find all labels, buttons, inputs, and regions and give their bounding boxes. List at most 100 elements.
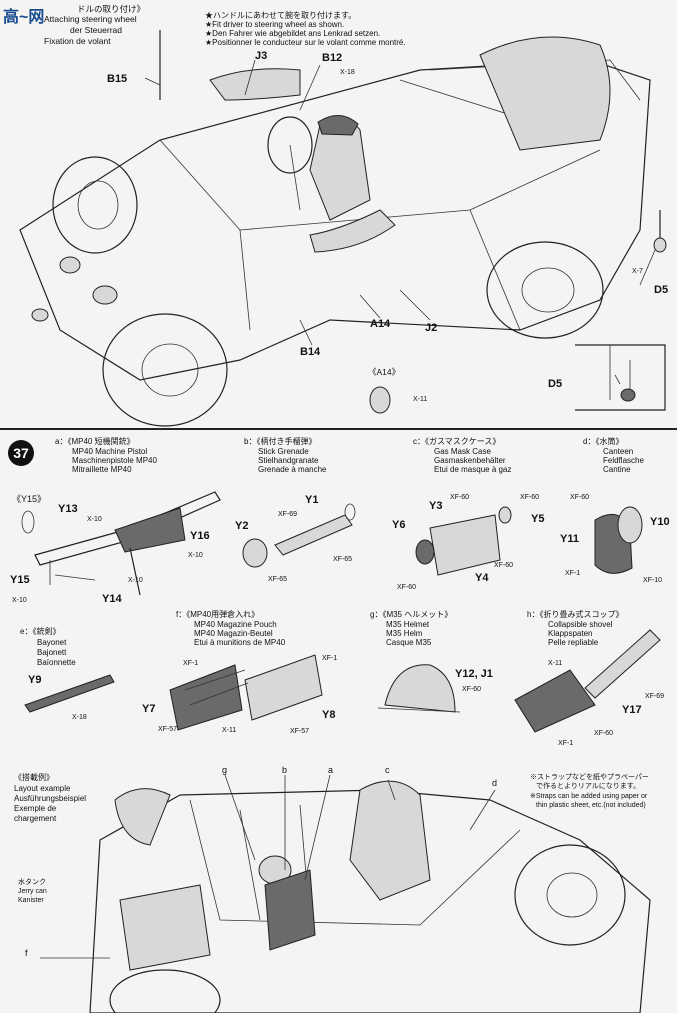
part-f-label: XF-57: [158, 726, 178, 733]
top-note-fr: ★Positionner le conducteur sur le volant…: [205, 38, 406, 47]
part-b-de: Stielhandgranate: [258, 456, 319, 465]
part-h-de: Klappspaten: [548, 629, 593, 638]
part-b-label: Y1: [305, 494, 319, 506]
part-a-label: Y15: [10, 574, 30, 586]
jerry-can-de: Kanister: [18, 897, 44, 904]
label-x11: X-11: [413, 396, 428, 403]
part-h-label: Y17: [622, 704, 642, 716]
layout-letter: g: [222, 765, 228, 775]
part-g-en: M35 Helmet: [386, 620, 430, 629]
section-divider: [0, 428, 677, 430]
magazine-pouch-drawing: [169, 654, 323, 731]
part-c-de: Gasmaskenbehälter: [434, 456, 506, 465]
part-a-de: Maschinenpistole MP40: [72, 456, 157, 465]
label-j2: J2: [425, 322, 438, 334]
part-f-label: XF-1: [322, 655, 338, 662]
part-c-label: Y4: [475, 572, 489, 584]
stick-grenade-drawing: [242, 503, 356, 568]
part-h-jp: h：《折り畳み式スコップ》: [527, 610, 624, 619]
part-a-label: X-10: [12, 597, 27, 604]
part-b-label: XF-65: [333, 556, 353, 563]
layout-letter: c: [385, 765, 390, 775]
part-c-label: XF-60: [450, 494, 470, 501]
step-number-badge: 37: [8, 440, 34, 466]
part-c-fr: Etui de masque à gaz: [434, 465, 512, 474]
shovel-drawing: [514, 629, 661, 733]
jerry-can-en: Jerry can: [18, 888, 47, 895]
part-d-jp: d：《水筒》: [583, 437, 624, 446]
layout-letter: a: [328, 765, 334, 775]
part-f-jp: f：《MP40用弾倉入れ》: [176, 610, 260, 619]
part-f-label: XF-1: [183, 660, 199, 667]
part-a-label: Y14: [102, 593, 122, 605]
part-c-en: Gas Mask Case: [434, 447, 491, 456]
kubelwagen-top-drawing: [19, 30, 667, 427]
bayonet-drawing: [24, 674, 115, 713]
label-x7: X-7: [632, 268, 643, 275]
layout-letter: b: [282, 765, 288, 775]
part-a-en: MP40 Machine Pistol: [72, 447, 148, 456]
part-e-de: Bajonett: [37, 648, 67, 657]
part-d-de: Feldflasche: [603, 456, 644, 465]
label-d5-b: D5: [548, 378, 563, 390]
part-h-fr: Pelle repliable: [548, 638, 599, 647]
part-a-label: 《Y15》: [12, 494, 47, 504]
part-e-en: Bayonet: [37, 638, 67, 647]
layout-letter: f: [25, 948, 28, 958]
part-f-fr: Etui à munitions de MP40: [194, 638, 286, 647]
part-f-label: X-11: [222, 727, 237, 734]
label-b12: B12: [322, 52, 343, 64]
top-caption-fr: Fixation de volant: [44, 36, 111, 46]
layout-example-en: Layout example: [14, 784, 71, 793]
part-h-label: XF-69: [645, 693, 665, 700]
part-a-label: Y16: [190, 530, 210, 542]
part-b-en: Stick Grenade: [258, 447, 309, 456]
top-caption-en: Attaching steering wheel: [44, 14, 137, 24]
part-a-label: X-10: [188, 552, 203, 559]
part-d-label: XF-60: [570, 494, 590, 501]
part-b-label: XF-69: [278, 511, 298, 518]
label-j3: J3: [255, 50, 268, 62]
layout-example-fr: Exemple de: [14, 804, 57, 813]
label-a14-sub: 《A14》: [368, 367, 401, 377]
part-d-label: XF-10: [643, 577, 663, 584]
part-g-fr: Casque M35: [386, 638, 432, 647]
part-d-label: Y10: [650, 516, 670, 528]
layout-example-jp: 《搭載例》: [14, 773, 54, 782]
part-e-label: X-18: [72, 714, 87, 721]
part-f-en: MP40 Magazine Pouch: [194, 620, 277, 629]
label-b15: B15: [107, 73, 128, 85]
part-g-de: M35 Helm: [386, 629, 423, 638]
watermark-logo: 高~网: [3, 9, 45, 26]
part-f-label: XF-57: [290, 728, 310, 735]
top-note-en: ★Fit driver to steering wheel as shown.: [205, 20, 345, 29]
part-e-label: Y9: [28, 674, 42, 686]
part-b-fr: Grenade à manche: [258, 465, 327, 474]
part-h-label: X-11: [548, 660, 563, 667]
label-d5-a: D5: [654, 284, 669, 296]
part-a-label: X-10: [87, 516, 102, 523]
part-a-label: X-10: [128, 577, 143, 584]
part-b-label: Y2: [235, 520, 249, 532]
part-c-label: Y3: [429, 500, 443, 512]
top-title: ドルの取り付け》: [77, 4, 146, 14]
part-g-label: Y12, J1: [455, 668, 493, 680]
canteen-drawing: [594, 506, 643, 574]
layout-example-de: Ausführungsbeispiel: [14, 794, 87, 803]
part-a-label: Y13: [58, 503, 78, 515]
helmet-drawing: [377, 664, 461, 713]
part-b-label: XF-65: [268, 576, 288, 583]
strap-note-jp: ※ストラップなどを紙やプラペーパー: [530, 774, 649, 781]
part-e-jp: e：《銃剣》: [20, 627, 61, 636]
jerry-can-jp: 水タンク: [18, 879, 46, 886]
part-f-de: MP40 Magazin-Beutel: [194, 629, 273, 638]
top-note-de: ★Den Fahrer wie abgebildet ans Lenkrad s…: [205, 29, 381, 38]
label-a14: A14: [370, 318, 391, 330]
part-c-label: XF-60: [397, 584, 417, 591]
part-c-label: XF-60: [520, 494, 540, 501]
label-x18: X-18: [340, 69, 355, 76]
layout-example-fr: chargement: [14, 814, 57, 823]
part-a-fr: Mitraillette MP40: [72, 465, 132, 474]
part-d-fr: Cantine: [603, 465, 631, 474]
